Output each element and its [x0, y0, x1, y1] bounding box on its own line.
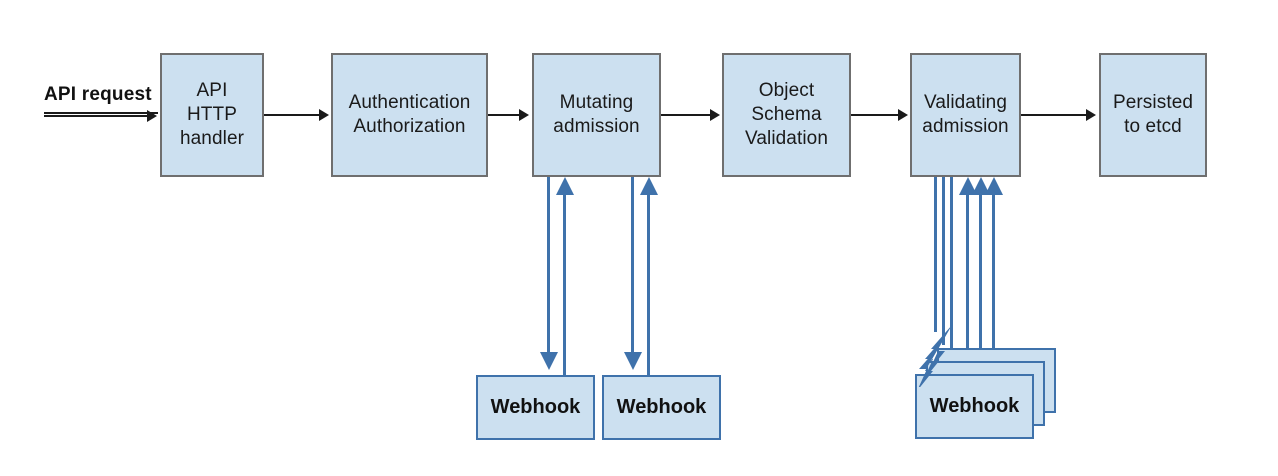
node-authn-authz[interactable]: Authentication Authorization: [331, 53, 488, 177]
validating-webhook-3-response-line: [992, 195, 995, 360]
validating-webhook-1-call-line: [934, 177, 937, 332]
validating-webhook-call-arrowheads: [918, 325, 952, 387]
connector-validating-to-etcd-arrow: [1086, 109, 1096, 121]
validating-webhook-2-call-line: [942, 177, 945, 345]
node-persisted-to-etcd[interactable]: Persisted to etcd: [1099, 53, 1207, 177]
webhook-box-mutating-1[interactable]: Webhook: [476, 375, 595, 440]
mutating-webhook-1-call-arrow: [540, 352, 558, 370]
mutating-webhook-1-response-line: [563, 195, 566, 375]
connector-mutating-to-schema-arrow: [710, 109, 720, 121]
webhook-box-validating-front[interactable]: Webhook: [915, 374, 1034, 439]
connector-authn-to-mutating-arrow: [519, 109, 529, 121]
webhook-box-mutating-2[interactable]: Webhook: [602, 375, 721, 440]
node-api-http-handler[interactable]: API HTTP handler: [160, 53, 264, 177]
api-request-underline: [44, 112, 158, 114]
validating-webhook-1-response-line: [966, 195, 969, 380]
node-validating-admission[interactable]: Validating admission: [910, 53, 1021, 177]
mutating-webhook-2-response-line: [647, 195, 650, 375]
connector-schema-to-validating: [851, 114, 899, 116]
validating-webhook-3-response-arrow: [985, 177, 1003, 195]
connector-handler-to-authn-arrow: [319, 109, 329, 121]
api-request-label: API request: [44, 84, 152, 105]
connector-handler-to-authn: [264, 114, 320, 116]
entry-arrow-line: [44, 115, 148, 117]
mutating-webhook-2-call-line: [631, 177, 634, 354]
validating-webhook-3-call-line: [950, 177, 953, 359]
mutating-webhook-1-call-line: [547, 177, 550, 354]
mutating-webhook-2-call-arrow: [624, 352, 642, 370]
mutating-webhook-2-response-arrow: [640, 177, 658, 195]
validating-webhook-2-response-line: [979, 195, 982, 373]
mutating-webhook-1-response-arrow: [556, 177, 574, 195]
node-mutating-admission[interactable]: Mutating admission: [532, 53, 661, 177]
connector-schema-to-validating-arrow: [898, 109, 908, 121]
entry-arrow-head: [147, 110, 157, 122]
connector-mutating-to-schema: [661, 114, 711, 116]
connector-authn-to-mutating: [488, 114, 520, 116]
connector-validating-to-etcd: [1021, 114, 1087, 116]
node-object-schema-validation[interactable]: Object Schema Validation: [722, 53, 851, 177]
